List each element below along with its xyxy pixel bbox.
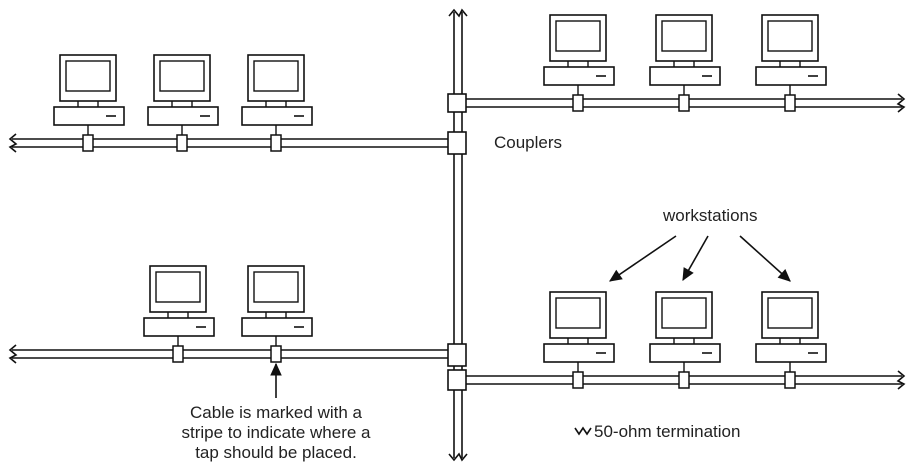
keyboard-icon [147, 106, 219, 126]
keyboard-icon [543, 343, 615, 363]
cable-note-line-3: tap should be placed. [195, 443, 357, 462]
termination-lower-right [896, 370, 906, 390]
termination-upper-left [8, 133, 18, 153]
workstation [53, 54, 125, 135]
backbone-cable [453, 12, 463, 458]
keyboard-icon [755, 343, 827, 363]
keyboard-icon [241, 106, 313, 126]
computer-terminal-icon [153, 54, 211, 107]
computer-terminal-icon [247, 54, 305, 107]
computer-terminal-icon [655, 14, 713, 67]
termination-bottom [448, 452, 468, 462]
workstation [147, 54, 219, 135]
workstation [543, 14, 615, 95]
branch-cable-lower-left [12, 349, 458, 359]
workstation [649, 291, 721, 372]
coupler-icon [447, 369, 467, 391]
termination-lower-left [8, 344, 18, 364]
workstation [755, 291, 827, 372]
computer-terminal-icon [247, 265, 305, 318]
keyboard-icon [53, 106, 125, 126]
termination-legend-text: 50-ohm termination [594, 422, 741, 441]
cable-tap-icon [678, 371, 690, 389]
computer-terminal-icon [59, 54, 117, 107]
coupler-icon [447, 343, 467, 367]
workstations-label: workstations [663, 206, 758, 225]
branch-cable-upper-left [12, 138, 458, 148]
coupler-icon [447, 131, 467, 155]
cable-tap-icon [82, 134, 94, 152]
cable-note: Cable is marked with a stripe to indicat… [148, 403, 404, 463]
zigzag-termination-icon [574, 426, 592, 435]
termination-legend: 50-ohm termination [574, 422, 740, 442]
cable-tap-icon [572, 371, 584, 389]
arrow-to-workstation [682, 235, 709, 282]
arrow-to-tap [270, 362, 282, 398]
cable-tap-icon [176, 134, 188, 152]
cable-tap-icon [270, 134, 282, 152]
cable-tap-icon [572, 94, 584, 112]
termination-upper-right [896, 93, 906, 113]
cable-tap-icon [784, 94, 796, 112]
cable-tap-icon [172, 345, 184, 363]
workstation [755, 14, 827, 95]
cable-note-line-1: Cable is marked with a [190, 403, 362, 422]
computer-terminal-icon [549, 291, 607, 344]
termination-top [448, 8, 468, 18]
arrow-to-workstation [739, 235, 791, 282]
keyboard-icon [143, 317, 215, 337]
cable-tap-icon [270, 345, 282, 363]
arrow-to-workstation [609, 235, 677, 282]
workstation [649, 14, 721, 95]
keyboard-icon [755, 66, 827, 86]
keyboard-icon [241, 317, 313, 337]
workstation [241, 265, 313, 346]
coupler-icon [447, 93, 467, 113]
computer-terminal-icon [761, 291, 819, 344]
computer-terminal-icon [549, 14, 607, 67]
keyboard-icon [649, 66, 721, 86]
arrow-layer [270, 235, 791, 398]
cable-note-line-2: stripe to indicate where a [181, 423, 371, 442]
computer-terminal-icon [761, 14, 819, 67]
workstation [143, 265, 215, 346]
cable-tap-icon [678, 94, 690, 112]
workstation [543, 291, 615, 372]
computer-terminal-icon [655, 291, 713, 344]
keyboard-icon [543, 66, 615, 86]
workstation [241, 54, 313, 135]
keyboard-icon [649, 343, 721, 363]
workstation-layer [53, 14, 827, 372]
computer-terminal-icon [149, 265, 207, 318]
cable-tap-icon [784, 371, 796, 389]
couplers-label: Couplers [494, 133, 563, 152]
coupler-layer [447, 93, 467, 391]
